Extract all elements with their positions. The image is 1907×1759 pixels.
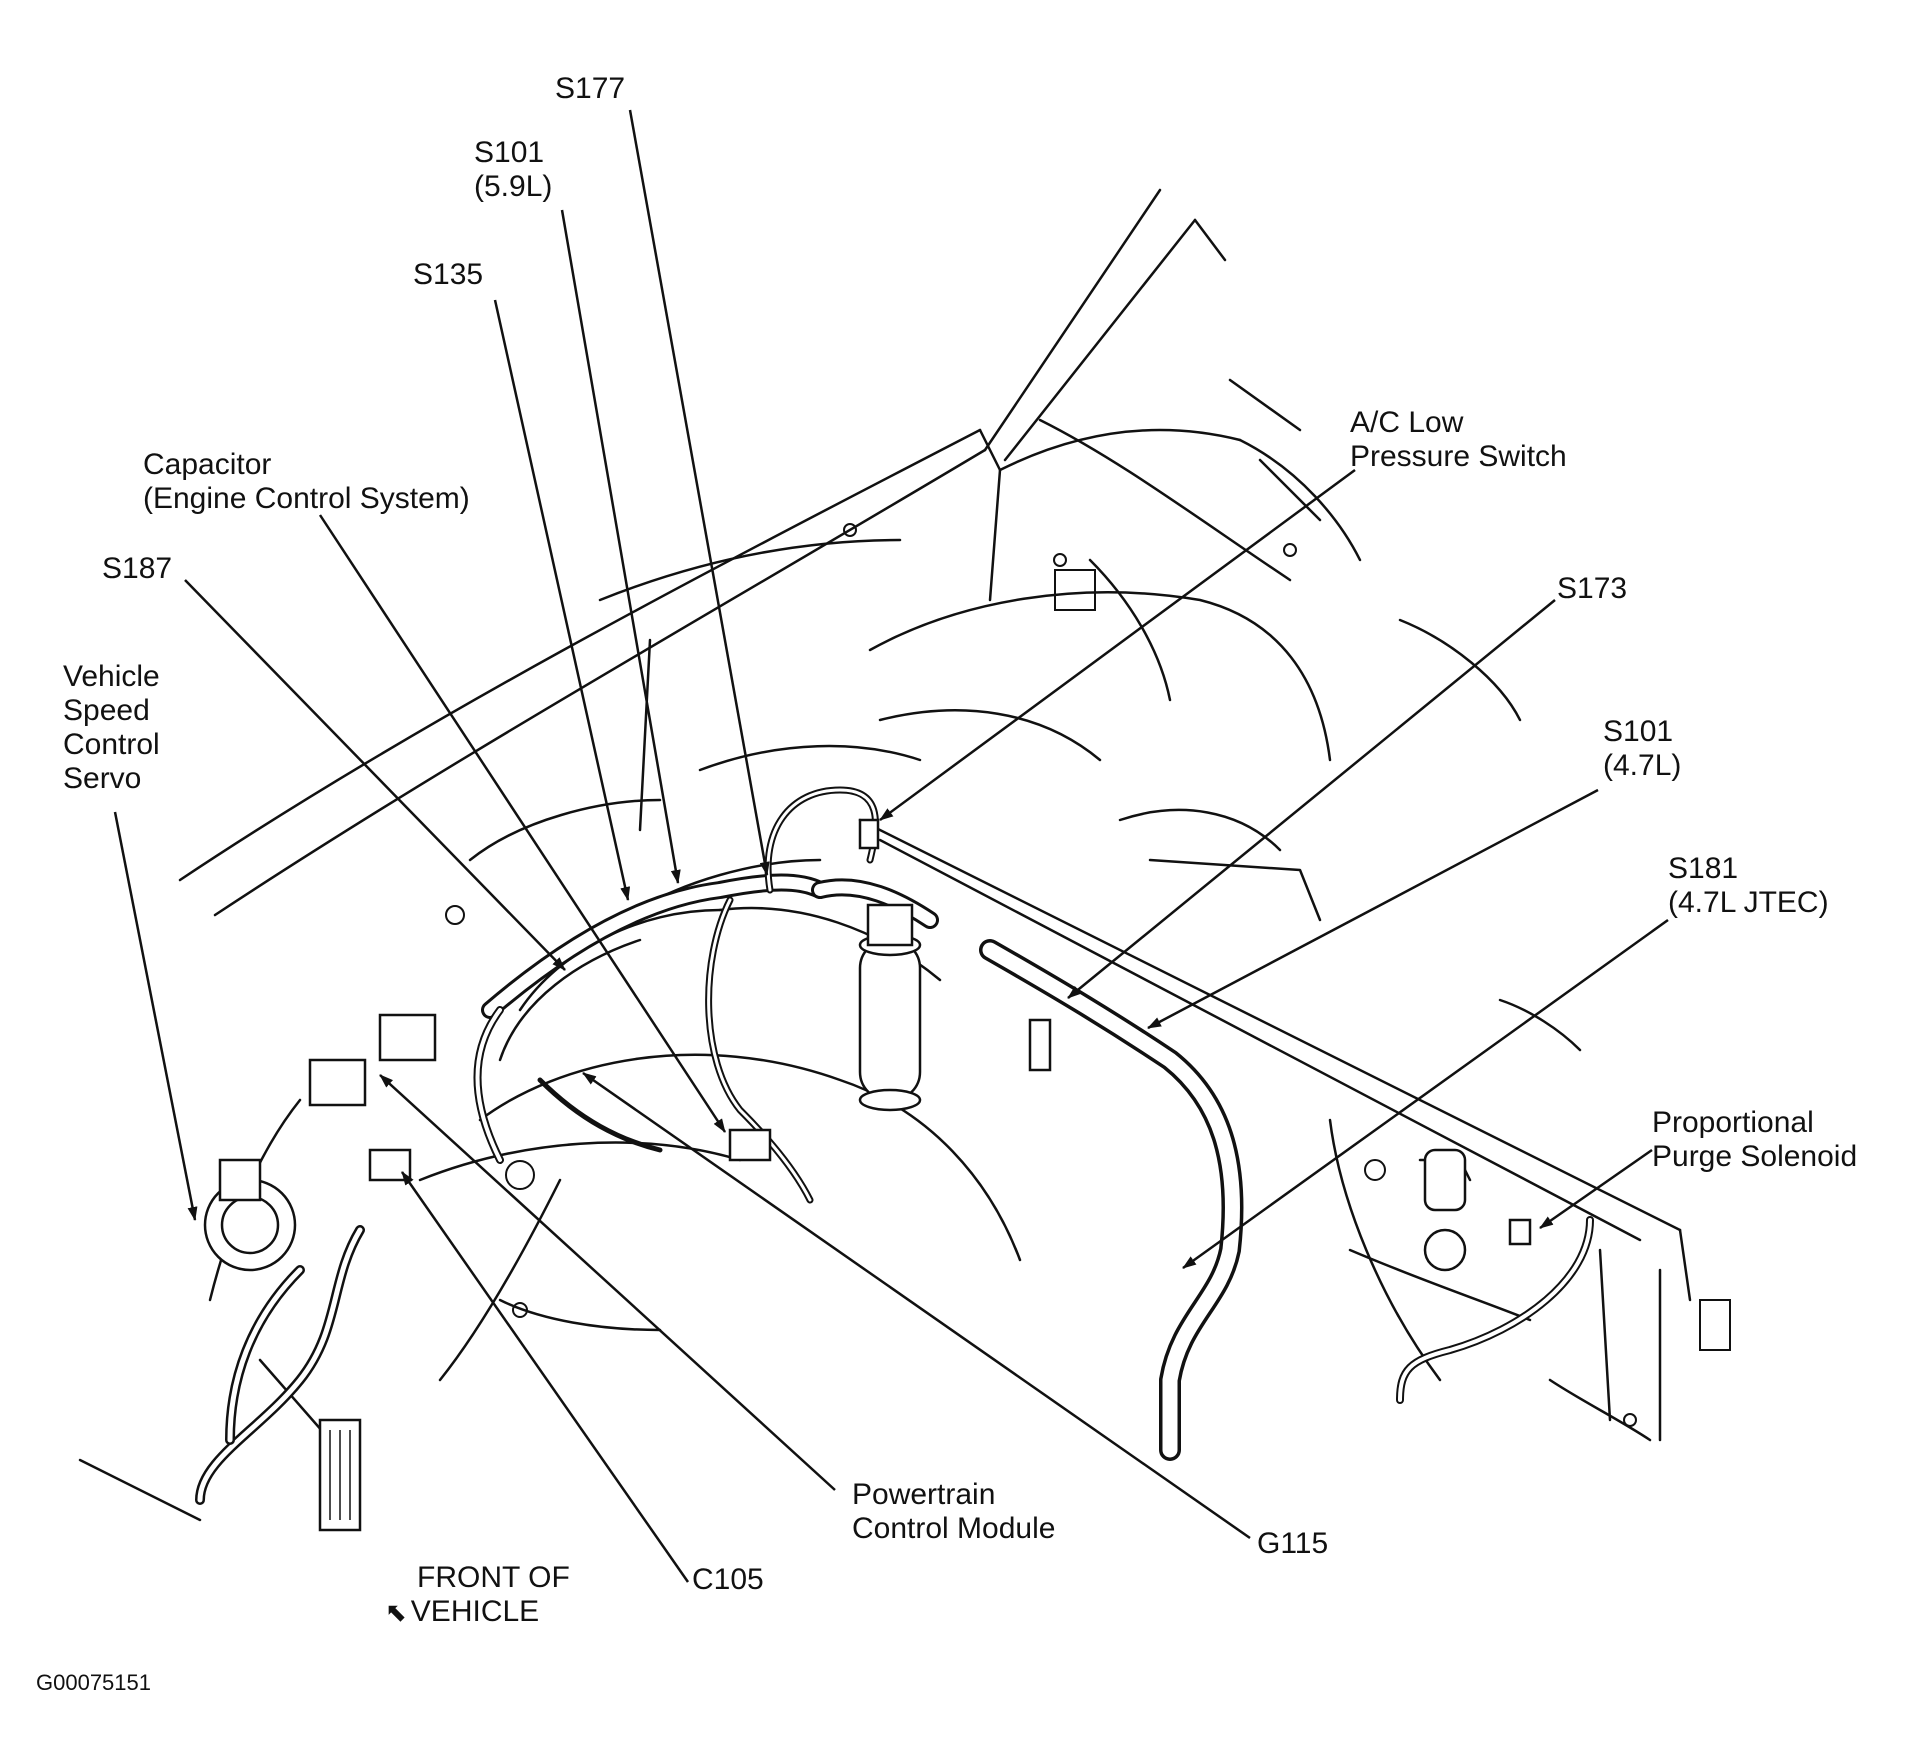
label-front-line2: VEHICLE — [410, 1595, 540, 1628]
wiring-harness — [195, 786, 1594, 1505]
label-vehicle-speed-control-servo: Vehicle Speed Control Servo — [63, 660, 160, 796]
label-s173-line1: S173 — [1557, 572, 1628, 605]
body-fixtures — [445, 523, 1731, 1427]
label-powertrain-control-module: Powertrain Control Module — [852, 1478, 1055, 1546]
label-ac-low-line1: A/C Low — [1350, 406, 1464, 439]
label-purge-line1: Proportional — [1652, 1106, 1814, 1139]
label-s135: S135 — [413, 258, 483, 292]
label-g115: G115 — [1257, 1527, 1328, 1561]
label-capacitor: Capacitor (Engine Control System) — [143, 448, 470, 516]
leader-lines — [113, 109, 1669, 1583]
label-s177-line1: S177 — [555, 72, 626, 105]
label-s101-59l-line2: (5.9L) — [474, 170, 553, 203]
label-s181-line1: S181 — [1668, 852, 1739, 885]
body-panels — [78, 188, 1692, 1522]
label-ac-low-pressure-switch: A/C Low Pressure Switch — [1350, 406, 1567, 474]
label-vscs-line1: Vehicle — [63, 660, 160, 693]
label-s101-47l: S101 (4.7L) — [1603, 715, 1681, 783]
label-ac-low-line2: Pressure Switch — [1350, 440, 1567, 473]
label-vscs-line2: Speed — [63, 694, 150, 727]
figure-code: G00075151 — [36, 1670, 151, 1695]
label-pcm-line1: Powertrain — [852, 1478, 996, 1511]
label-proportional-purge-solenoid: Proportional Purge Solenoid — [1652, 1106, 1857, 1174]
label-s181-line2: (4.7L JTEC) — [1668, 886, 1829, 919]
label-vscs-line3: Control — [63, 728, 160, 761]
label-s101-47l-line2: (4.7L) — [1603, 749, 1682, 782]
label-s181: S181 (4.7L JTEC) — [1668, 852, 1829, 920]
label-s187-line1: S187 — [102, 552, 173, 585]
label-front-line1: FRONT OF — [417, 1561, 570, 1594]
label-capacitor-line1: Capacitor — [143, 448, 272, 481]
label-vscs-line4: Servo — [63, 762, 142, 795]
front-arrow-icon: ⬉ — [385, 1597, 407, 1627]
label-c105-line1: C105 — [692, 1563, 764, 1596]
components — [203, 818, 1532, 1532]
label-capacitor-line2: (Engine Control System) — [143, 482, 470, 515]
label-g115-line1: G115 — [1257, 1527, 1329, 1560]
label-purge-line2: Purge Solenoid — [1652, 1140, 1858, 1173]
label-pcm-line2: Control Module — [852, 1512, 1056, 1545]
label-s187: S187 — [102, 552, 172, 586]
label-s101-59l-line1: S101 — [474, 136, 545, 169]
label-s101-47l-line1: S101 — [1603, 715, 1674, 748]
label-front-of-vehicle: FRONT OF ⬉VEHICLE — [385, 1561, 570, 1629]
label-c105: C105 — [692, 1563, 764, 1597]
label-s177: S177 — [555, 72, 625, 106]
label-s135-line1: S135 — [413, 258, 484, 291]
label-s173: S173 — [1557, 572, 1627, 606]
label-s101-59l: S101 (5.9L) — [474, 136, 552, 204]
